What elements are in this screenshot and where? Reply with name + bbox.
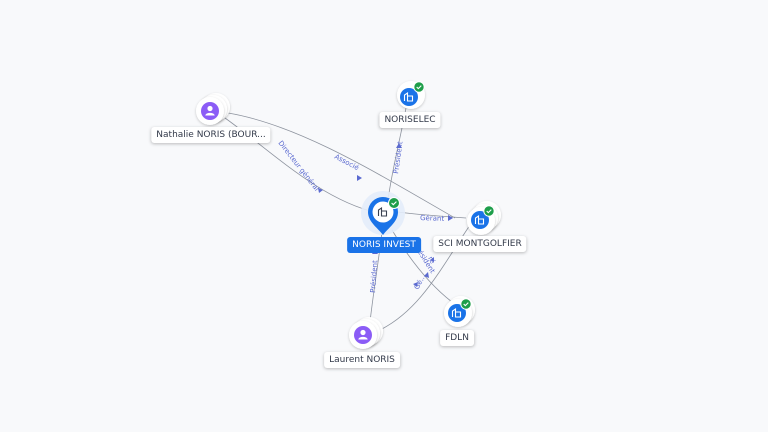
person-icon (354, 326, 372, 344)
edge-label-gerant-sci: Gérant (420, 214, 445, 223)
node-label-noriselec[interactable]: NORISELEC (379, 112, 441, 128)
building-icon (471, 211, 489, 229)
arrow-marker (430, 257, 434, 262)
node-fdln[interactable] (444, 296, 475, 327)
node-noriselec[interactable] (397, 81, 425, 109)
arrow-marker (396, 143, 402, 148)
building-icon (400, 88, 418, 106)
node-noris-invest[interactable] (361, 191, 405, 235)
edge-label-president-laurent: Président (369, 260, 379, 293)
edge-label-associe: Associé (333, 153, 360, 172)
node-label-fdln[interactable]: FDLN (440, 330, 474, 346)
arrow-marker (357, 175, 362, 181)
node-label-noris-invest[interactable]: NORIS INVEST (347, 237, 421, 253)
node-sci-montgolfier[interactable] (467, 201, 501, 235)
person-icon (201, 102, 219, 120)
edge-label-gerant-fdln: Gé... (413, 273, 428, 291)
node-label-sci-montgolfier[interactable]: SCI MONTGOLFIER (433, 236, 527, 252)
node-label-nathalie[interactable]: Nathalie NORIS (BOUR... (151, 127, 271, 143)
edge-nathalie-sci (227, 112, 456, 219)
building-icon (448, 304, 466, 322)
verified-check-icon (388, 197, 400, 209)
edge-label-president-noriselec: Président (392, 141, 405, 175)
arrow-marker (424, 272, 429, 278)
node-laurent[interactable] (349, 317, 383, 349)
node-nathalie[interactable] (196, 93, 230, 125)
verified-check-icon (413, 81, 425, 93)
verified-check-icon (483, 205, 495, 217)
verified-check-icon (460, 298, 472, 310)
arrow-marker (448, 215, 453, 221)
arrow-marker (318, 188, 323, 193)
edge-label-directeur-general: Directeur général (276, 139, 320, 192)
node-label-laurent[interactable]: Laurent NORIS (324, 352, 400, 368)
edge-label-fdln-short: ré (426, 255, 436, 265)
building-icon (377, 206, 388, 217)
arrow-marker (413, 282, 418, 287)
